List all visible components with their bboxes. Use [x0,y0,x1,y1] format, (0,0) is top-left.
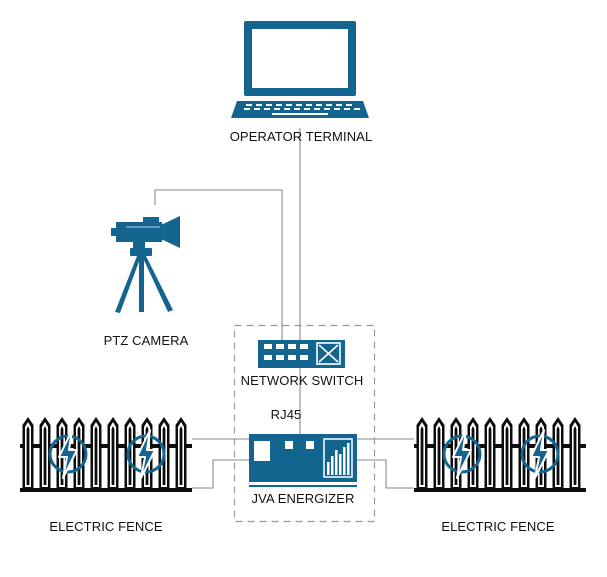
network-switch-icon [258,340,345,368]
wire-camera-to-switch [154,189,283,340]
electric-fence-right [414,417,586,492]
electric-fence-icon [20,417,192,492]
electric-fence-left-label: ELECTRIC FENCE [49,519,163,534]
jva-energizer-label: JVA ENERGIZER [251,491,355,506]
electric-fence-icon [414,417,586,492]
electric-fence-left [20,417,192,492]
monitor-icon [231,21,369,118]
energizer-icon [249,434,357,487]
network-switch-label: NETWORK SWITCH [240,373,364,388]
ptz-camera-label: PTZ CAMERA [103,333,189,348]
wire-energizer-to-left-fence-bottom [192,459,249,489]
rj45-label: RJ45 [270,407,302,422]
ptz-camera-icon [111,216,180,313]
operator-terminal-label: OPERATOR TERMINAL [229,129,373,144]
wire-energizer-to-right-fence-bottom [357,459,414,489]
connection-lines [154,128,414,489]
electric-fence-right-label: ELECTRIC FENCE [441,519,555,534]
